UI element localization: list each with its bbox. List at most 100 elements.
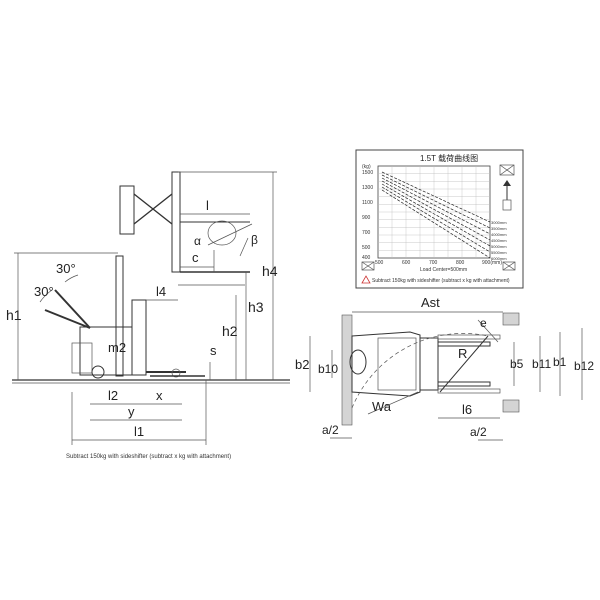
top-fork-lower [437,381,491,387]
mast-lower [131,299,147,376]
s-label: s [210,343,217,358]
chart-grid [378,166,490,258]
r-label: R [458,346,467,361]
carriage-backrest [119,185,135,235]
capacity-curve [381,183,491,247]
wall-top-right [502,312,520,326]
x-tick-label: 800 [456,260,465,266]
capacity-curve [381,177,491,235]
l2-label: l2 [108,388,118,403]
capacity-curve [381,180,491,241]
b1-label: b1 [553,355,567,369]
top-fork-upper [437,341,491,347]
b10-label: b10 [318,362,338,376]
height-label: 3000mm [491,220,507,225]
angle-upper-label: 30° [56,261,76,276]
b5-label: b5 [510,357,524,371]
turning-arc [351,333,489,409]
l-label: l [206,198,209,213]
e-label: e [480,316,487,330]
l1-label: l1 [134,424,144,439]
top-outrigger-lower [437,388,501,394]
load-wheel [171,368,181,378]
beta-label: β [251,233,258,247]
height-label: 3500mm [491,226,507,231]
beta-ref-line [239,237,249,257]
side-view: 30° 30° m2 α β l c l4 h1 [6,171,290,460]
l4-label: l4 [156,284,166,299]
tiller-arc-lower [39,289,53,303]
tiller-lower [44,309,91,329]
alpha-label: α [194,234,201,248]
b2-label: b2 [295,357,309,372]
tiller-upper [54,289,91,329]
side-caption: Subtract 150kg with sideshifter (subtrac… [66,454,231,460]
wa-dim-line [367,391,419,415]
c-label: c [192,250,199,265]
height-label: 5500mm [491,250,507,255]
height-label: 6000mm [491,256,507,261]
y-tick-label: 400 [362,255,371,261]
capacity-curve [381,189,491,259]
h3-label: h3 [248,299,264,315]
top-view: Ast R e Wa b2 b10 b5 b11 b1 b12 [295,295,594,441]
radius-line [439,335,489,393]
x-tick-label: 500 [375,260,384,266]
m2-label: m2 [108,340,126,355]
ast-label: Ast [421,295,440,310]
b11-label: b11 [532,357,551,371]
pallet-icon-bottom-left [361,261,375,271]
top-outrigger-upper [437,334,501,340]
h2-label: h2 [222,323,238,339]
height-label: 4000mm [491,232,507,237]
truck-body [71,255,205,379]
x-tick-label: 900(mm) [482,260,502,266]
warning-icon [361,275,371,284]
load-chart: 1.5T 载荷曲线图 (kg) 1500 1300 1100 900 700 5… [355,149,524,289]
operator-platform [71,342,93,374]
alpha-ref-line [207,223,253,246]
wall-bottom-right [502,399,520,413]
y-tick-label: 1300 [362,185,373,191]
lift-arrow-icon [502,180,512,211]
pallet-icon-top [499,164,515,176]
tilt-ellipse [207,220,237,246]
mast-upper [115,255,124,377]
y-tick-label: 1500 [362,170,373,176]
capacity-curve [381,171,491,223]
raised-carriage [119,171,253,273]
wa-label: Wa [372,399,392,414]
height-label: 5000mm [491,244,507,249]
e-dim-line [477,319,499,343]
y-tick-label: 500 [362,245,371,251]
y-label: y [128,404,135,419]
chart-curves [381,171,491,259]
capacity-curve [381,186,491,253]
chart-title: 1.5T 载荷曲线图 [420,153,478,163]
top-battery [377,337,417,391]
h1-label: h1 [6,307,22,323]
top-mast [419,337,439,391]
top-chassis [351,331,421,397]
drive-wheel [91,365,105,379]
a2-left-label: a/2 [322,423,339,437]
pallet-icon-bottom-right [502,261,516,271]
capacity-curve [381,174,491,229]
l6-label: l6 [462,402,472,417]
wall-left [341,314,353,426]
tiller-arm [39,274,91,329]
chart-warning: Subtract 150kg with sideshifter (subtrac… [372,278,510,284]
y-tick-label: 700 [362,230,371,236]
y-tick-labels: 1500 1300 1100 900 700 500 400 [362,170,373,261]
h4-label: h4 [262,263,278,279]
chart-y-unit: (kg) [362,164,371,170]
y-tick-label: 900 [362,215,371,221]
top-steering-wheel [349,349,367,375]
x-tick-labels: 500 600 700 800 900(mm) [375,260,502,266]
x-caption: Load Center=500mm [420,267,467,273]
angle-lower-label: 30° [34,284,54,299]
height-legend: 3000mm 3500mm 4000mm 4500mm 5000mm 5500m… [491,220,507,261]
fork-carriage [171,171,181,273]
